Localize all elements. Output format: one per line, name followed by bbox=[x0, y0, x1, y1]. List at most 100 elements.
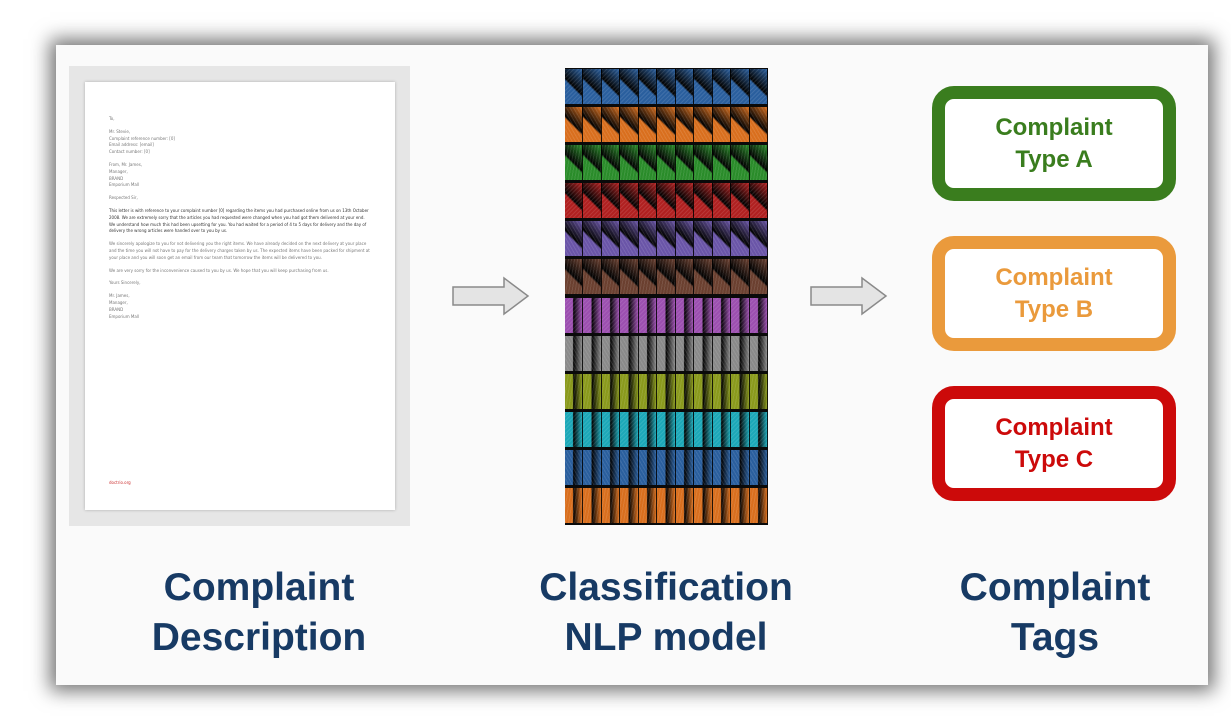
model-row bbox=[565, 221, 768, 257]
model-cell bbox=[749, 259, 768, 295]
model-cell bbox=[675, 107, 695, 143]
model-cell bbox=[749, 107, 768, 143]
model-cell bbox=[712, 335, 732, 371]
model-cell bbox=[601, 297, 621, 333]
model-cell bbox=[565, 487, 584, 523]
model-cell bbox=[583, 373, 602, 409]
doc-line: BRAND bbox=[109, 175, 124, 181]
model-cell bbox=[675, 69, 695, 105]
model-cell bbox=[620, 259, 639, 295]
model-cell bbox=[694, 335, 713, 371]
doc-line: Mr. James, bbox=[109, 293, 130, 299]
classification-model-heatmap bbox=[565, 68, 768, 525]
model-cell bbox=[620, 145, 639, 181]
model-cell bbox=[694, 69, 713, 105]
model-cell bbox=[620, 487, 639, 523]
model-cell bbox=[583, 487, 602, 523]
model-cell bbox=[675, 145, 695, 181]
model-cell bbox=[657, 183, 676, 219]
model-cell bbox=[583, 145, 602, 181]
model-cell bbox=[583, 221, 602, 257]
caption-classification-nlp-model: Classification NLP model bbox=[506, 563, 826, 663]
model-cell bbox=[638, 487, 658, 523]
model-cell bbox=[675, 259, 695, 295]
model-cell bbox=[565, 221, 584, 257]
complaint-tag-type-b: Complaint Type B bbox=[932, 236, 1176, 351]
model-cell bbox=[638, 335, 658, 371]
model-cell bbox=[675, 183, 695, 219]
model-cell bbox=[712, 107, 732, 143]
model-cell bbox=[712, 297, 732, 333]
model-cell bbox=[583, 335, 602, 371]
model-cell bbox=[712, 373, 732, 409]
model-cell bbox=[601, 221, 621, 257]
model-row bbox=[565, 183, 768, 219]
model-cell bbox=[657, 449, 676, 485]
model-cell bbox=[675, 487, 695, 523]
model-cell bbox=[694, 221, 713, 257]
model-row bbox=[565, 69, 768, 105]
right-arrow-icon bbox=[810, 276, 888, 316]
doc-paragraph-3: We are very sorry for the inconvenience … bbox=[109, 267, 329, 273]
model-cell bbox=[731, 487, 750, 523]
model-cell bbox=[712, 259, 732, 295]
doc-line: Complaint reference number: [0] bbox=[109, 135, 175, 141]
model-cell bbox=[601, 411, 621, 447]
model-cell bbox=[694, 107, 713, 143]
tag-line-2: Type B bbox=[1014, 295, 1094, 323]
model-cell bbox=[675, 297, 695, 333]
tag-line-2: Type C bbox=[1014, 445, 1094, 473]
model-cell bbox=[583, 107, 602, 143]
model-cell bbox=[583, 297, 602, 333]
doc-recipient-block: Mr. Stevie, Complaint reference number: … bbox=[109, 129, 371, 156]
model-cell bbox=[601, 335, 621, 371]
model-cell bbox=[675, 449, 695, 485]
doc-line: Emporium Mall bbox=[109, 313, 139, 319]
model-cell bbox=[638, 183, 658, 219]
right-arrow-icon bbox=[452, 276, 530, 316]
model-cell bbox=[749, 411, 768, 447]
model-cell bbox=[675, 335, 695, 371]
model-cell bbox=[657, 487, 676, 523]
doc-line: Contact number: [0] bbox=[109, 149, 150, 155]
model-cell bbox=[731, 335, 750, 371]
model-cell bbox=[601, 107, 621, 143]
model-cell bbox=[694, 487, 713, 523]
model-cell bbox=[565, 107, 584, 143]
doc-line: Manager, bbox=[109, 168, 128, 174]
model-cell bbox=[565, 297, 584, 333]
model-cell bbox=[657, 259, 676, 295]
complaint-document: To, Mr. Stevie, Complaint reference numb… bbox=[85, 82, 395, 510]
model-cell bbox=[749, 373, 768, 409]
model-cell bbox=[712, 183, 732, 219]
model-cell bbox=[638, 69, 658, 105]
doc-footer: doctrio.org bbox=[109, 480, 131, 485]
doc-closing: Yours Sincerely, bbox=[109, 280, 141, 286]
model-cell bbox=[731, 69, 750, 105]
model-cell bbox=[731, 183, 750, 219]
model-cell bbox=[638, 107, 658, 143]
doc-line: BRAND bbox=[109, 306, 124, 312]
model-cell bbox=[749, 449, 768, 485]
model-cell bbox=[565, 335, 584, 371]
document-text: To, Mr. Stevie, Complaint reference numb… bbox=[109, 116, 371, 326]
model-cell bbox=[620, 297, 639, 333]
model-cell bbox=[638, 373, 658, 409]
model-cell bbox=[731, 411, 750, 447]
doc-to: To, bbox=[109, 116, 115, 121]
model-cell bbox=[694, 145, 713, 181]
model-cell bbox=[694, 411, 713, 447]
model-cell bbox=[657, 411, 676, 447]
model-cell bbox=[620, 411, 639, 447]
model-cell bbox=[749, 221, 768, 257]
model-row bbox=[565, 411, 768, 447]
complaint-tag-type-a: Complaint Type A bbox=[932, 86, 1176, 201]
tag-line-2: Type A bbox=[1015, 145, 1093, 173]
caption-complaint-description: Complaint Description bbox=[99, 563, 419, 663]
model-cell bbox=[620, 373, 639, 409]
model-cell bbox=[749, 335, 768, 371]
model-cell bbox=[620, 335, 639, 371]
model-row bbox=[565, 335, 768, 371]
model-cell bbox=[583, 183, 602, 219]
doc-sender-block: From, Mr. James, Manager, BRAND Emporium… bbox=[109, 162, 371, 189]
